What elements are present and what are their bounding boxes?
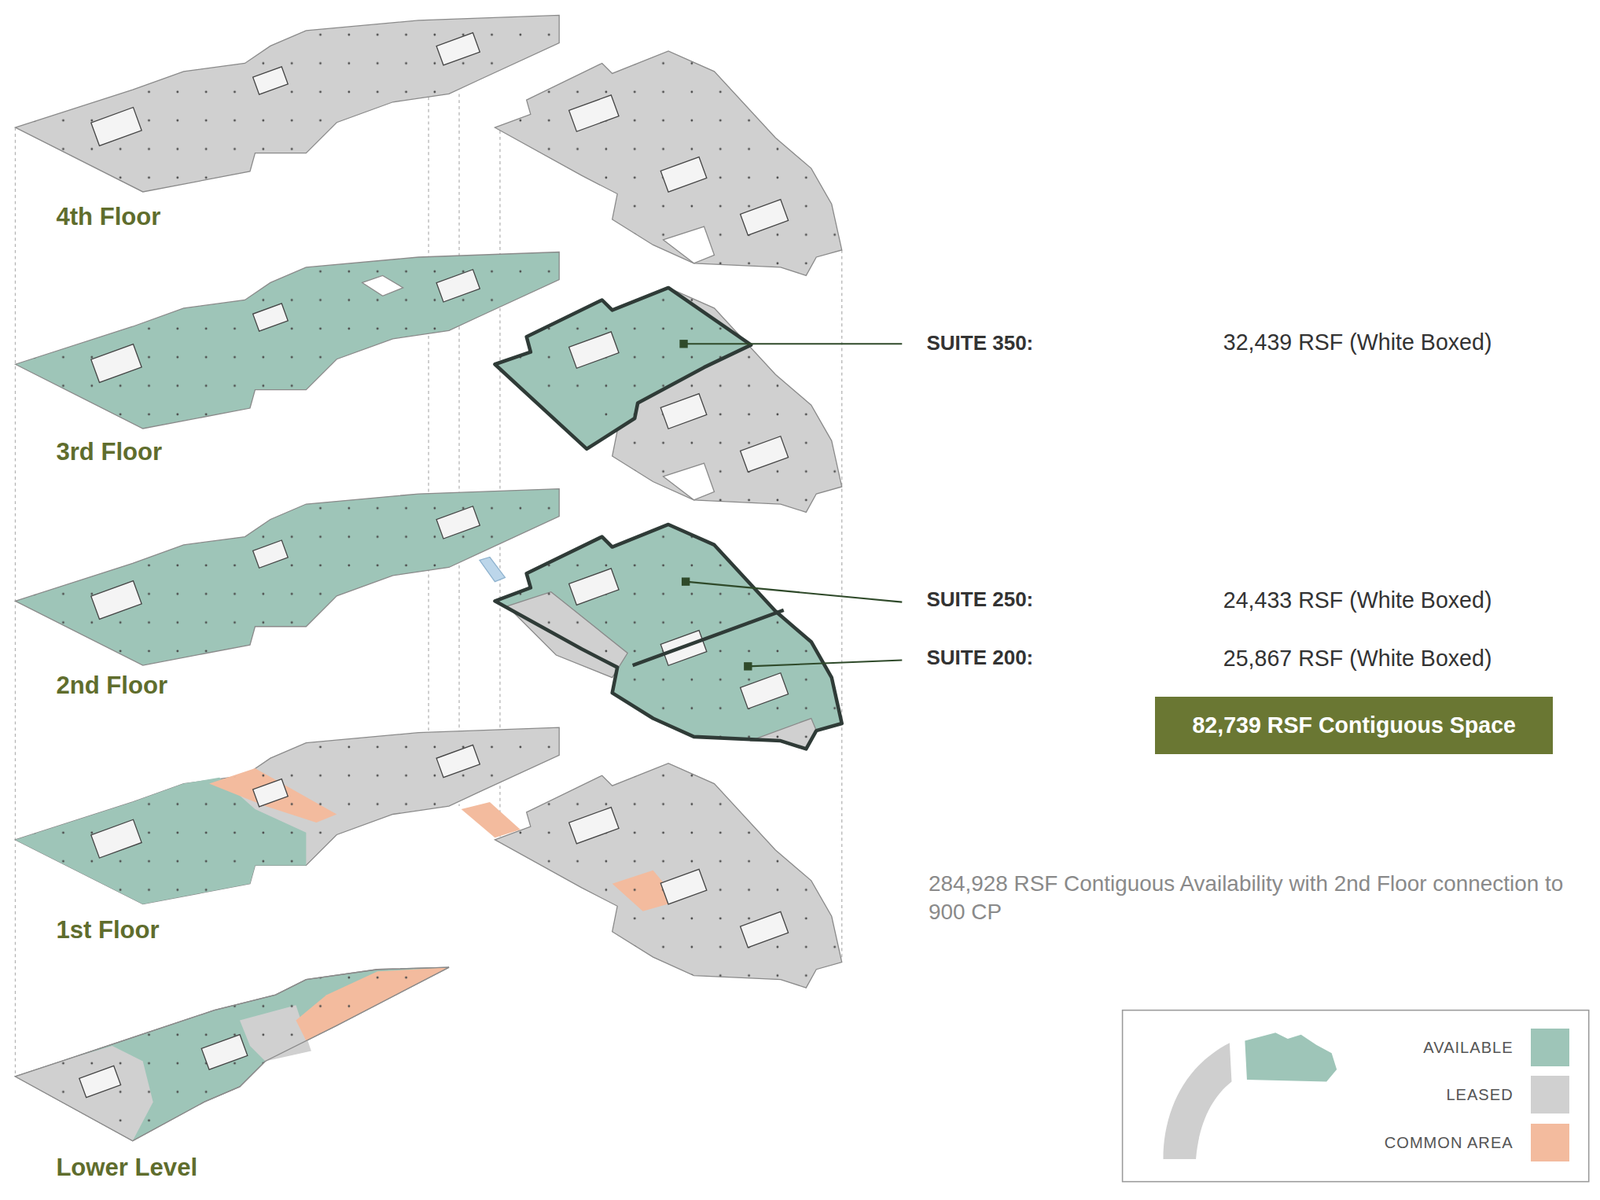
legend-swatch (1530, 1123, 1570, 1162)
leader-lines (684, 343, 903, 666)
floor-label: 4th Floor (55, 201, 161, 233)
legend-label: AVAILABLE (1423, 1038, 1513, 1057)
floor-label: Lower Level (55, 1151, 198, 1184)
suite-name: SUITE 250: (926, 586, 1034, 614)
availability-note: 284,928 RSF Contiguous Availability with… (928, 869, 1574, 927)
legend-swatch (1530, 1028, 1570, 1067)
second-floor-plan (14, 489, 842, 750)
floor-label: 1st Floor (55, 914, 159, 946)
legend-label: COMMON AREA (1384, 1133, 1514, 1152)
first-floor-plan (14, 727, 842, 988)
suite-area: 32,439 RSF (White Boxed) (1223, 327, 1493, 357)
legend-swatch (1530, 1075, 1570, 1114)
legend-box (1122, 1010, 1589, 1182)
third-floor-plan (14, 252, 842, 513)
floor-label: 3rd Floor (55, 436, 162, 468)
fourth-floor-plan (14, 14, 842, 276)
banner-text: 82,739 RSF Contiguous Space (1191, 712, 1516, 739)
suite-divider (632, 610, 784, 666)
suite-area: 24,433 RSF (White Boxed) (1223, 585, 1493, 615)
lower-level-plan (14, 967, 449, 1141)
legend-key-map-available (1244, 1032, 1337, 1082)
suite-name: SUITE 200: (926, 644, 1034, 672)
contiguous-space-banner: 82,739 RSF Contiguous Space (1154, 696, 1553, 755)
legend-key-map-leased (1163, 1042, 1233, 1159)
leader-dots (679, 339, 752, 670)
suite-area: 25,867 RSF (White Boxed) (1223, 643, 1493, 674)
suite-350-outline (494, 287, 751, 449)
floor-label: 2nd Floor (55, 669, 168, 702)
suite-name: SUITE 350: (926, 330, 1034, 357)
legend-label: LEASED (1445, 1085, 1513, 1104)
